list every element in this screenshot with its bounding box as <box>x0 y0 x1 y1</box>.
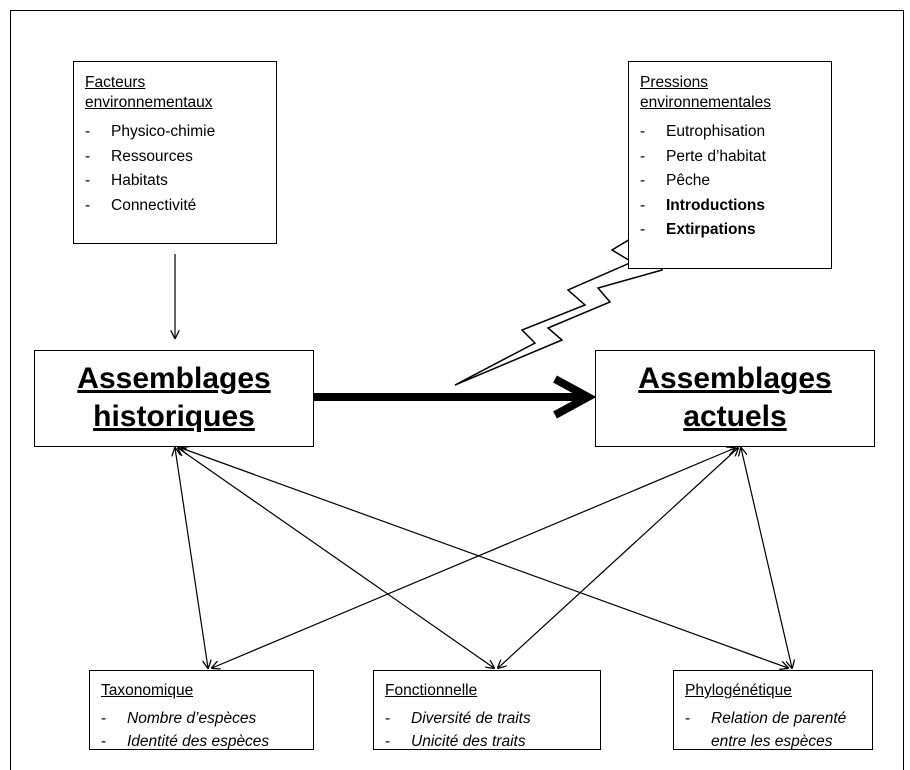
list-item: -Habitats <box>85 172 168 189</box>
arrow-head-thick <box>553 375 597 419</box>
facteurs-list: -Physico-chimie -Ressources -Habitats -C… <box>85 120 276 218</box>
pressions-title-line2: environnementales <box>640 94 771 111</box>
list-item: -Unicité des traits <box>385 733 526 750</box>
list-item: -Physico-chimie <box>85 123 216 140</box>
list-item: -Ressources <box>85 147 193 165</box>
fonctionnelle-box: Fonctionnelle -Diversité de traits -Unic… <box>373 670 601 750</box>
phylogenetique-box: Phylogénétique -Relation de parenté entr… <box>673 670 873 750</box>
taxonomique-box: Taxonomique -Nombre d’espèces -Identité … <box>89 670 314 750</box>
taxonomique-list: -Nombre d’espèces -Identité des espèces <box>101 707 313 753</box>
taxonomique-title: Taxonomique <box>101 682 194 699</box>
historiques-line1: Assemblages <box>77 362 271 395</box>
list-item: -Relation de parenté <box>685 710 847 727</box>
diagram-frame <box>10 10 904 770</box>
pressions-list: -Eutrophisation -Perte d’habitat -Pêche … <box>640 120 831 243</box>
facteurs-title-line1: Facteurs <box>85 74 146 91</box>
arrow-historiques-taxonomique <box>175 448 208 668</box>
list-item: -Introductions <box>640 196 766 214</box>
fonctionnelle-list: -Diversité de traits -Unicité des traits <box>385 707 600 753</box>
actuels-line2: actuels <box>683 400 787 433</box>
list-item: -Perte d’habitat <box>640 147 766 165</box>
arrow-historiques-phylogenetique <box>181 448 788 668</box>
pressions-title-line1: Pressions <box>640 74 709 91</box>
facteurs-box: Facteurs environnementaux -Physico-chimi… <box>73 61 277 244</box>
list-item: -Nombre d’espèces <box>101 710 257 727</box>
list-item: -Extirpations <box>640 221 756 238</box>
actuels-box: Assemblages actuels <box>595 350 875 447</box>
arrow-actuels-taxonomique <box>212 448 735 668</box>
phylogenetique-list: -Relation de parenté <box>685 707 872 730</box>
facteurs-title-line2: environnementaux <box>85 94 213 111</box>
historiques-box: Assemblages historiques <box>34 350 314 447</box>
list-item: -Identité des espèces <box>101 733 270 750</box>
arrow-actuels-phylogenetique <box>741 448 792 668</box>
arrow-actuels-fonctionnelle <box>498 448 738 668</box>
historiques-line2: historiques <box>93 400 255 433</box>
fonctionnelle-title: Fonctionnelle <box>385 682 478 699</box>
phylogenetique-item-line2: entre les espèces <box>711 733 833 750</box>
actuels-line1: Assemblages <box>638 362 832 395</box>
pressions-box: Pressions environnementales -Eutrophisat… <box>628 61 832 269</box>
list-item: -Eutrophisation <box>640 123 766 140</box>
list-item: -Connectivité <box>85 196 197 214</box>
arrow-historiques-fonctionnelle <box>178 448 494 668</box>
list-item: -Diversité de traits <box>385 710 531 727</box>
list-item: -Pêche <box>640 172 710 189</box>
phylogenetique-title: Phylogénétique <box>685 682 792 699</box>
